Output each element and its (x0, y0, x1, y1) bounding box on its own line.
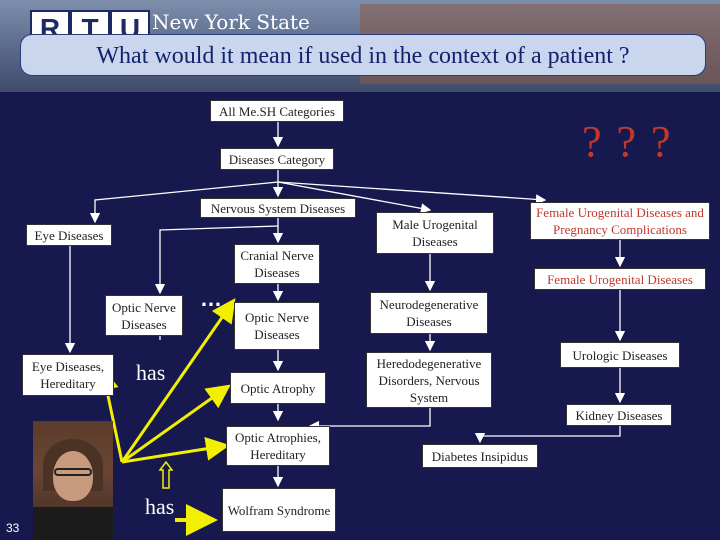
slide-number: 33 (6, 521, 20, 535)
has-label-upper: has (136, 360, 166, 385)
node-wolfram-syndrome: Wolfram Syndrome (222, 488, 336, 532)
node-male-urogenital: Male Urogenital Diseases (376, 212, 494, 254)
node-diabetes-insipidus: Diabetes Insipidus (422, 444, 538, 468)
node-eye-diseases-hereditary: Eye Diseases, Hereditary (22, 354, 114, 396)
node-nervous-system-diseases: Nervous System Diseases (200, 198, 356, 218)
node-optic-atrophies-hereditary: Optic Atrophies, Hereditary (226, 426, 330, 466)
node-optic-nerve-diseases: Optic Nerve Diseases (234, 302, 320, 350)
node-all-mesh: All Me.SH Categories (210, 100, 344, 122)
node-optic-nerve-diseases-left: Optic Nerve Diseases (105, 295, 183, 336)
institution-name: New York State (152, 10, 310, 34)
has-label-lower: has (145, 494, 175, 519)
patient-photo (33, 421, 113, 540)
node-kidney-diseases: Kidney Diseases (566, 404, 672, 426)
node-diseases-category: Diseases Category (220, 148, 334, 170)
node-neurodegenerative: Neurodegenerative Diseases (370, 292, 488, 334)
node-female-urogenital: Female Urogenital Diseases (534, 268, 706, 290)
node-heredodegenerative: Heredodegenerative Disorders, Nervous Sy… (366, 352, 492, 408)
slide-title: What would it mean if used in the contex… (20, 34, 706, 76)
ellipsis: … (200, 286, 222, 311)
question-marks: ? ? ? (582, 117, 673, 166)
node-female-urogenital-pregnancy: Female Urogenital Diseases and Pregnancy… (530, 202, 710, 240)
node-eye-diseases: Eye Diseases (26, 224, 112, 246)
node-cranial-nerve-diseases: Cranial Nerve Diseases (234, 244, 320, 284)
header-banner: R T U New York State What would it mean … (0, 0, 720, 92)
node-optic-atrophy: Optic Atrophy (230, 372, 326, 404)
node-urologic-diseases: Urologic Diseases (560, 342, 680, 368)
